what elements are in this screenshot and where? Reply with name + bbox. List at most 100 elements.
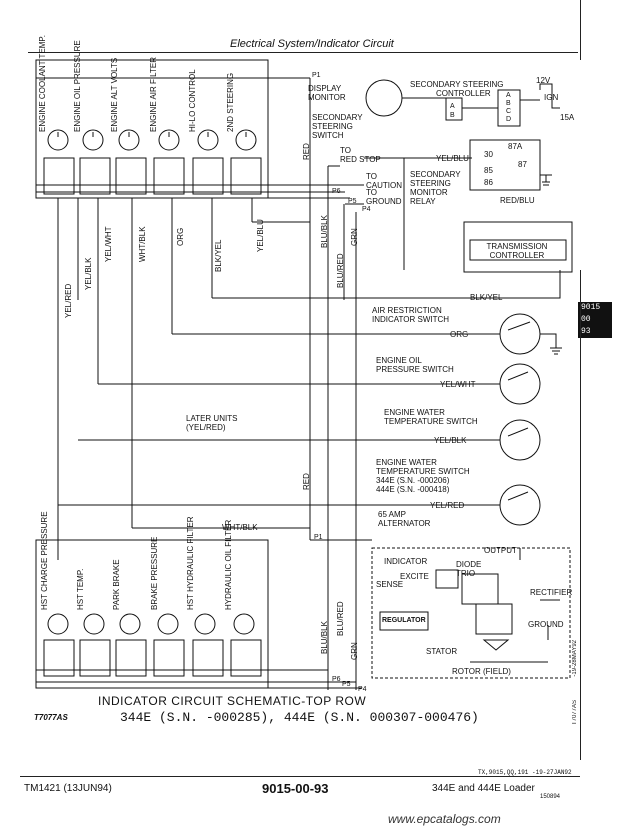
gauge-label: HI-LO CONTROL (188, 69, 197, 132)
wire-label: BLK/YEL (214, 239, 223, 272)
wire-label: WHT/BLK (138, 226, 147, 262)
wire-label: BLU/BLK (320, 215, 329, 248)
alt-excite: EXCITE (400, 572, 429, 581)
wire-label: YEL/BLU (256, 219, 265, 252)
relay-in-wire: YEL/BLU (436, 154, 469, 163)
alt-rotor: ROTOR (FIELD) (452, 667, 511, 676)
wire-label: YEL/BLK (84, 257, 93, 290)
gauge-label: ENGINE ALT VOLTS (110, 57, 119, 132)
model-name: 344E and 444E Loader (432, 783, 535, 794)
header-side-rule (580, 0, 581, 60)
side-code: T7077AS (572, 700, 578, 726)
ctrl-pin: C (506, 108, 512, 115)
watermark: www.epcatalogs.com (388, 812, 501, 826)
wire-label: BLU/RED (336, 253, 345, 288)
alternator-box (371, 547, 571, 679)
relay-pin: 30 (484, 150, 493, 159)
wire-label: GRN (350, 228, 359, 246)
point-p4: P4 (358, 686, 367, 693)
wire-label: GRN (350, 642, 359, 660)
transmission-box (463, 221, 573, 273)
page-number: 9015-00-93 (262, 781, 329, 796)
wire-label: YEL/RED (64, 283, 73, 318)
point-p1: P1 (312, 72, 321, 79)
alt-ground: GROUND (528, 620, 564, 629)
point-p5: P5 (348, 198, 357, 205)
ctrl-pin: B (506, 100, 511, 107)
gauge-label: HST HYDRAULIC FILTER (186, 516, 195, 611)
footer-code: TX,9015,QQ,191 -19-27JAN92 (478, 769, 572, 776)
wire-label: RED (302, 143, 311, 160)
manual-id: TM1421 (13JUN94) (24, 783, 112, 794)
figure-id: T7077AS (34, 713, 68, 722)
gauge-label: BRAKE PRESSURE (150, 536, 159, 610)
gauge-label: 2ND STEERING (226, 72, 235, 132)
page-header: Electrical System/Indicator Circuit (230, 38, 394, 50)
wire-label: YEL/WHT (104, 226, 113, 262)
section-tab: 9015 00 93 (578, 302, 612, 338)
bottom-gauge-labels: HST CHARGE PRESSURE HST TEMP. PARK BRAKE… (28, 511, 268, 614)
gauge-label: PARK BRAKE (112, 559, 121, 610)
point-p1: P1 (314, 534, 323, 541)
side-code: -19-28MAY92 (572, 640, 578, 677)
power-12v: 12V (536, 76, 551, 85)
ctrl-pin: B (450, 112, 455, 119)
point-p5: P5 (342, 681, 351, 688)
wire-label: BLU/RED (336, 601, 345, 636)
point-p4: P4 (362, 206, 371, 213)
wire-label: ORG (176, 227, 185, 246)
gauge-label: ENGINE COOLANT TEMP. (38, 35, 47, 132)
wht-blk-wire: WHT/BLK (222, 523, 258, 532)
switch-wire: YEL/WHT (440, 380, 476, 389)
side-rule (580, 270, 581, 760)
gauge-label: ENGINE OIL PRESSURE (73, 40, 82, 132)
gauge-label: ENGINE AIR FILTER (149, 57, 158, 132)
power-fuse: 15A (560, 113, 575, 122)
footer-rule (20, 776, 580, 777)
alt-regulator: REGULATOR (382, 617, 426, 624)
figure-subcaption: 344E (S.N. -000285), 444E (S.N. 000307-0… (120, 710, 479, 725)
ctrl-pin: D (506, 116, 512, 123)
trans-wire: BLK/YEL (470, 293, 503, 302)
alt-sense: SENSE (376, 580, 404, 589)
header-rule (28, 52, 578, 53)
point-p6: P6 (332, 188, 341, 195)
top-gauge-labels: ENGINE COOLANT TEMP. ENGINE OIL PRESSURE… (28, 35, 268, 142)
ctrl-pin: A (450, 103, 455, 110)
relay-pin: 85 (484, 166, 493, 175)
figure-caption: INDICATOR CIRCUIT SCHEMATIC-TOP ROW (98, 694, 367, 708)
power-ign: IGN (544, 93, 559, 102)
alt-output: OUTPUT (484, 546, 517, 555)
alt-stator: STATOR (426, 647, 458, 656)
wire-label: RED (302, 473, 311, 490)
wire-label: BLU/BLK (320, 621, 329, 654)
relay-pin: 87A (508, 142, 523, 151)
gauge-label: HST CHARGE PRESSURE (40, 511, 49, 610)
relay-pin: 86 (484, 178, 493, 187)
switch-wire: ORG (450, 330, 469, 339)
switch-wire: YEL/RED (430, 501, 465, 510)
gauge-label: HST TEMP. (76, 568, 85, 610)
footer-code-2: 150894 (540, 794, 561, 800)
alt-indicator: INDICATOR (384, 557, 428, 566)
point-p6: P6 (332, 676, 341, 683)
switch-wire: YEL/BLK (434, 436, 467, 445)
gauge-label: HYDRAULIC OIL FILTER (224, 519, 233, 610)
ctrl-pin: A (506, 92, 511, 99)
relay-pin: 87 (518, 160, 527, 169)
relay-out-wire: RED/BLU (500, 196, 535, 205)
